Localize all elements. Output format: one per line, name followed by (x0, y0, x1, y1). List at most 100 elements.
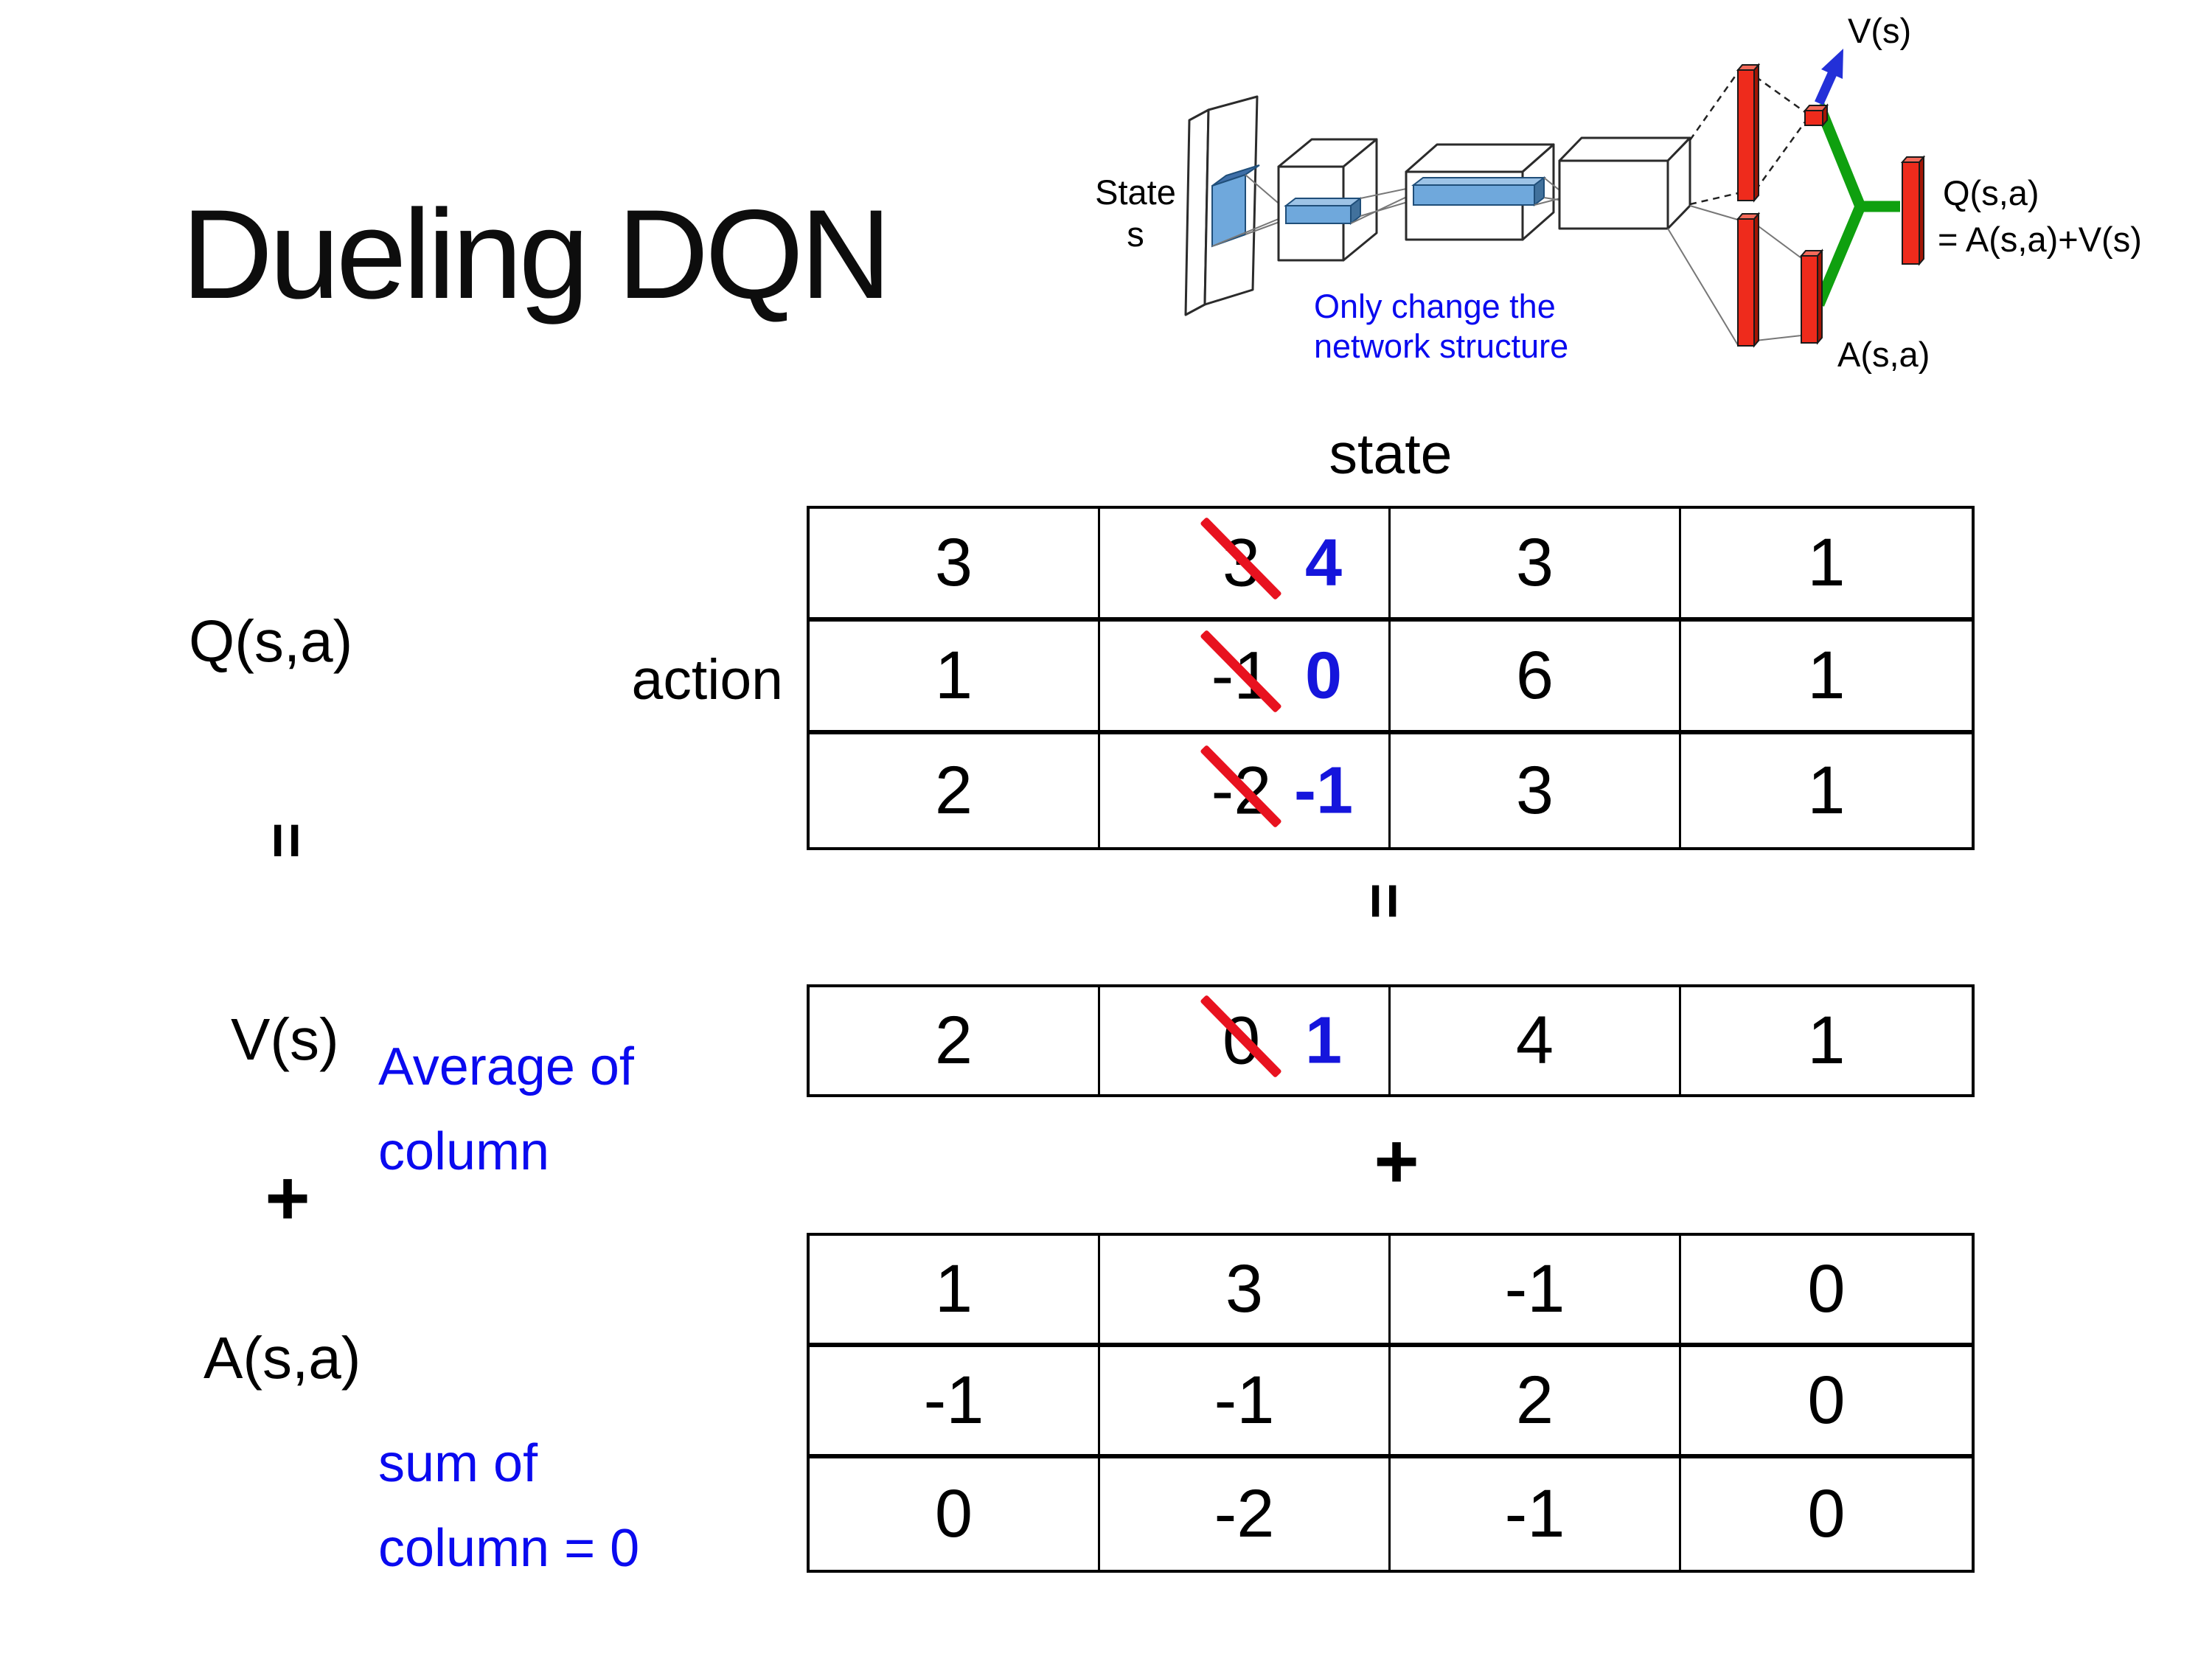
q-output-label: Q(s,a) (1943, 173, 2039, 212)
cell-value: -1 (1504, 1251, 1565, 1326)
sum-note-line1: sum of (378, 1434, 538, 1493)
conv2-feature-shape (1284, 196, 1363, 226)
q-cell-r0c1: 3 4 (1100, 509, 1391, 622)
v-cell-c2: 4 (1391, 987, 1681, 1094)
equals-symbol-center: = (1349, 883, 1419, 919)
a-vector-bar (1799, 248, 1824, 345)
cell-value: 1 (1807, 638, 1846, 713)
average-note: Average of column (378, 1025, 634, 1194)
plus-symbol-center: + (1374, 1119, 1419, 1205)
hidden-bar-top (1736, 63, 1761, 203)
page-title: Dueling DQN (181, 184, 891, 325)
cell-value: 1 (934, 638, 973, 713)
cell-value: 1 (1807, 753, 1846, 828)
a-cell-r1c3: 0 (1681, 1347, 1972, 1458)
solid-connections (1667, 205, 1802, 346)
v-table: 2 0 1 4 1 (807, 984, 1975, 1097)
a-cell-r0c1: 3 (1100, 1236, 1391, 1347)
diagram-note-line2: network structure (1314, 327, 1568, 365)
q-cell-r1c1: -1 0 (1100, 622, 1391, 734)
average-note-line2: column (378, 1122, 550, 1182)
a-cell-r0c3: 0 (1681, 1236, 1972, 1347)
plus-symbol-left: + (265, 1155, 310, 1242)
network-diagram: State s V(s) Q(s,a) = A(s,a)+V(s) A(s,a)… (1095, 11, 2142, 374)
cell-value: 2 (934, 753, 973, 828)
cell-value: 3 (1515, 525, 1554, 600)
v-arrow (1815, 49, 1843, 105)
average-note-line1: Average of (378, 1037, 634, 1096)
state-input-label-line2: s (1127, 215, 1144, 254)
a-cell-r1c0: -1 (810, 1347, 1100, 1458)
cell-value: 4 (1515, 1003, 1554, 1078)
q-cell-r2c1: -2 -1 (1100, 734, 1391, 847)
q-cell-r2c0: 2 (810, 734, 1100, 847)
cell-value: 6 (1515, 638, 1554, 713)
a-cell-r1c2: 2 (1391, 1347, 1681, 1458)
q-cell-r2c3: 1 (1681, 734, 1972, 847)
q-cell-r1c2: 6 (1391, 622, 1681, 734)
fc-cube-shape (1558, 136, 1691, 230)
v-output-label: V(s) (1848, 11, 1911, 50)
cell-value: -2 (1214, 1476, 1275, 1551)
cell-value: 2 (934, 1003, 973, 1078)
a-cell-r1c1: -1 (1100, 1347, 1391, 1458)
combine-connector (1814, 102, 1900, 307)
cell-value: 1 (1807, 525, 1846, 600)
a-cell-r2c0: 0 (810, 1458, 1100, 1570)
q-output-formula: = A(s,a)+V(s) (1938, 220, 2142, 259)
cell-value: 1 (1807, 1003, 1846, 1078)
new-value: 0 (1304, 639, 1343, 712)
hidden-bar-bottom (1736, 212, 1761, 348)
cell-value: 2 (1515, 1363, 1554, 1438)
new-value: -1 (1294, 754, 1354, 827)
a-cell-r2c1: -2 (1100, 1458, 1391, 1570)
v-matrix-label: V(s) (231, 1006, 339, 1072)
cell-value: 0 (934, 1476, 973, 1551)
sum-note: sum of column = 0 (378, 1422, 639, 1591)
conv1-feature-shape (1211, 164, 1260, 248)
input-plane-shape (1184, 95, 1259, 316)
a-cell-r0c2: -1 (1391, 1236, 1681, 1347)
cell-value: -1 (923, 1363, 984, 1438)
q-matrix-label: Q(s,a) (189, 608, 353, 674)
cell-value: 0 (1807, 1251, 1846, 1326)
a-table: 1 3 -1 0 -1 -1 2 0 0 -2 -1 0 (807, 1233, 1975, 1573)
cell-value: 0 (1807, 1363, 1846, 1438)
sum-note-line2: column = 0 (378, 1519, 640, 1579)
v-cell-c0: 2 (810, 987, 1100, 1094)
a-output-label: A(s,a) (1837, 335, 1930, 374)
cell-value: 3 (1225, 1251, 1264, 1326)
q-cell-r2c2: 3 (1391, 734, 1681, 847)
q-cell-r0c3: 1 (1681, 509, 1972, 622)
a-cell-r2c2: -1 (1391, 1458, 1681, 1570)
q-cell-r1c3: 1 (1681, 622, 1972, 734)
v-node-cube (1803, 103, 1829, 128)
conv2-cube-shape (1277, 138, 1378, 262)
q-cell-r1c0: 1 (810, 622, 1100, 734)
a-cell-r0c0: 1 (810, 1236, 1100, 1347)
fan-lines-2 (1350, 187, 1411, 224)
cell-value: 3 (934, 525, 973, 600)
new-value: 1 (1304, 1004, 1343, 1077)
a-matrix-label: A(s,a) (204, 1325, 361, 1391)
cell-value: 1 (934, 1251, 973, 1326)
state-input-label-line1: State (1095, 173, 1176, 212)
new-value: 4 (1304, 526, 1343, 599)
action-label: action (631, 648, 783, 712)
cell-value: 3 (1515, 753, 1554, 828)
q-cell-r0c2: 3 (1391, 509, 1681, 622)
dashed-connections (1688, 72, 1807, 206)
cell-value: 0 (1807, 1476, 1846, 1551)
diagram-note-line1: Only change the (1314, 288, 1556, 325)
q-vector-bar (1900, 155, 1926, 266)
state-header: state (1329, 422, 1453, 486)
q-cell-r0c0: 3 (810, 509, 1100, 622)
cell-value: -1 (1504, 1476, 1565, 1551)
v-cell-c3: 1 (1681, 987, 1972, 1094)
v-cell-c1: 0 1 (1100, 987, 1391, 1094)
conv3-feature-shape (1411, 175, 1546, 207)
a-cell-r2c3: 0 (1681, 1458, 1972, 1570)
equals-symbol-left: = (251, 822, 321, 859)
q-table: 3 3 4 3 1 1 -1 0 6 1 2 -2 -1 3 1 (807, 506, 1975, 850)
